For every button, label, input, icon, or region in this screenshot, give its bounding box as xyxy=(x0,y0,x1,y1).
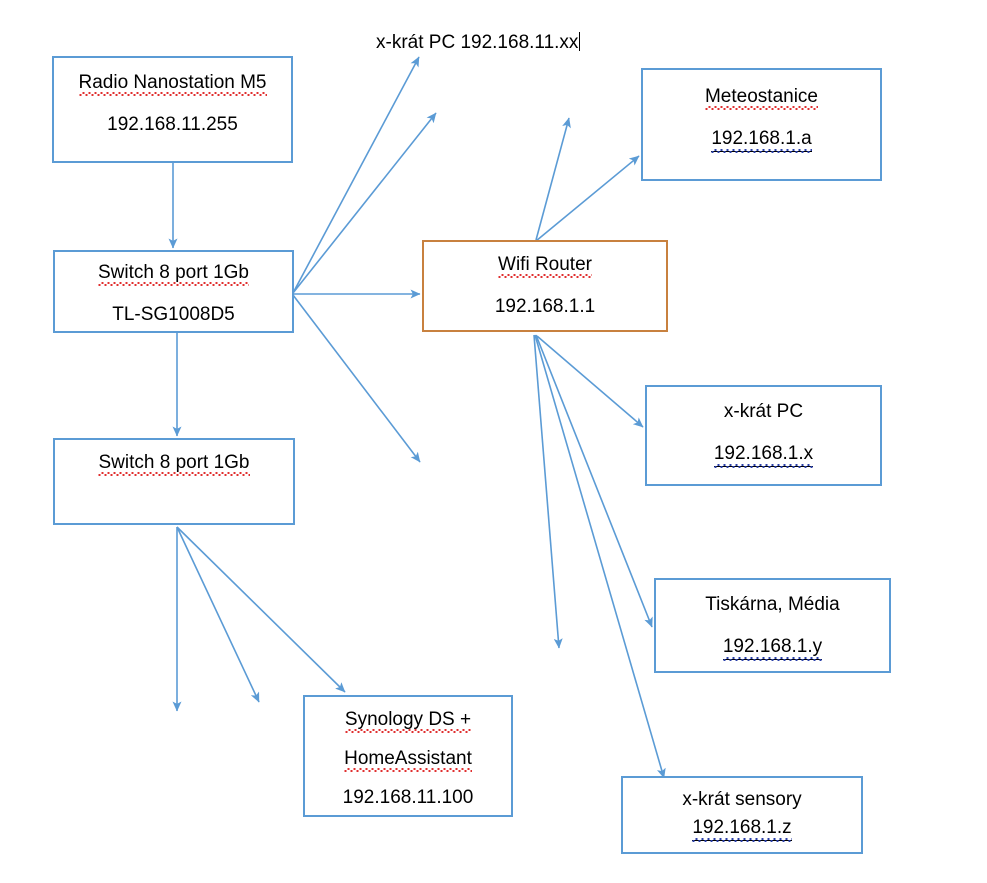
node-wifi-router-line-1: Wifi Router xyxy=(498,254,592,278)
node-tiskarna-media[interactable]: Tiskárna, Média 192.168.1.y xyxy=(654,578,891,673)
connector-switch1-to-down-right xyxy=(292,294,421,463)
text-caret xyxy=(579,32,581,51)
node-synology-line-2: HomeAssistant xyxy=(344,747,472,772)
connector-router-to-printer xyxy=(535,334,653,628)
node-x-krat-pc[interactable]: x-krát PC 192.168.1.x xyxy=(645,385,882,486)
node-meteostanice[interactable]: Meteostanice 192.168.1.a xyxy=(641,68,882,181)
node-wifi-router[interactable]: Wifi Router 192.168.1.1 xyxy=(422,240,668,332)
node-switch-1-line-1: Switch 8 port 1Gb xyxy=(97,262,250,286)
node-x-krat-sensory-line-2: 192.168.1.z xyxy=(692,817,792,842)
node-synology-homeassistant[interactable]: Synology DS + HomeAssistant 192.168.11.1… xyxy=(303,695,513,817)
node-radio-line-2: 192.168.11.255 xyxy=(107,113,238,135)
caption-x-krat-pc: x-krát PC 192.168.11.xx xyxy=(376,32,581,54)
node-meteostanice-line-2: 192.168.1.a xyxy=(711,128,813,153)
node-radio-line-1: Radio Nanostation M5 xyxy=(78,72,267,96)
connector-router-up xyxy=(535,117,571,241)
connector-switch1-to-pc-upper-2 xyxy=(292,112,437,294)
node-switch-2-line-1: Switch 8 port 1Gb xyxy=(98,452,250,476)
connector-router-down xyxy=(533,334,563,649)
node-radio-nanostation[interactable]: Radio Nanostation M5 192.168.11.255 xyxy=(52,56,293,163)
caption-text: x-krát PC 192.168.11.xx xyxy=(376,32,579,53)
connector-switch1-to-pc-upper-1 xyxy=(292,56,420,294)
node-switch-1-line-2: TL-SG1008D5 xyxy=(112,303,235,325)
node-synology-line-1: Synology DS + xyxy=(344,709,472,733)
node-x-krat-pc-line-2: 192.168.1.x xyxy=(713,443,814,468)
node-synology-line-3: 192.168.11.100 xyxy=(342,786,474,808)
node-tiskarna-media-line-1: Tiskárna, Média xyxy=(705,594,840,615)
node-wifi-router-line-2: 192.168.1.1 xyxy=(494,295,596,317)
connector-switch2-down-2 xyxy=(176,526,260,703)
node-tiskarna-media-line-2: 192.168.1.y xyxy=(722,636,823,661)
node-meteostanice-line-1: Meteostanice xyxy=(704,86,819,110)
connector-switch2-to-synology xyxy=(176,526,346,693)
node-switch-2[interactable]: Switch 8 port 1Gb xyxy=(53,438,295,525)
connector-router-to-pc xyxy=(536,335,644,428)
connector-router-to-meteostanice xyxy=(535,155,640,242)
node-x-krat-pc-line-1: x-krát PC xyxy=(723,401,804,422)
node-switch-1[interactable]: Switch 8 port 1Gb TL-SG1008D5 xyxy=(53,250,294,333)
node-x-krat-sensory-line-1: x-krát sensory xyxy=(682,789,802,810)
node-x-krat-sensory[interactable]: x-krát sensory 192.168.1.z xyxy=(621,776,863,854)
